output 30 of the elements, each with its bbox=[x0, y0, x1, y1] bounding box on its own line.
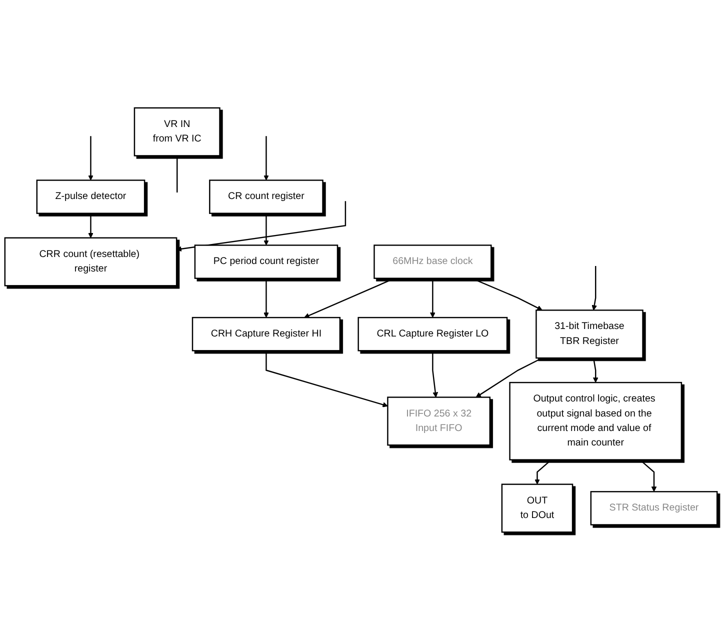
node-box: VR IN from VR IC bbox=[134, 108, 220, 157]
arrow bbox=[264, 278, 269, 318]
arrow bbox=[432, 351, 438, 398]
node-box: CR count register bbox=[209, 180, 324, 214]
arrow bbox=[304, 278, 395, 319]
node-box: Output control logic, creates output signal based on the current mode and value of main counter bbox=[509, 382, 682, 461]
node-box: Z-pulse detector bbox=[36, 180, 146, 214]
node-box: OUT to DOut bbox=[501, 484, 574, 534]
arrow bbox=[534, 460, 552, 486]
node-box: IFIFO 256 x 32 Input FIFO bbox=[387, 397, 491, 446]
node-box: 31-bit Timebase TBR Register bbox=[536, 310, 644, 360]
arrow bbox=[471, 278, 542, 311]
arrow bbox=[640, 460, 657, 492]
arrow bbox=[88, 136, 94, 181]
arrow bbox=[266, 351, 388, 408]
arrow bbox=[592, 266, 598, 311]
arrow bbox=[264, 214, 269, 246]
connector bbox=[176, 156, 178, 193]
arrow bbox=[176, 202, 346, 252]
arrow bbox=[592, 358, 598, 384]
arrow bbox=[88, 214, 94, 239]
node-box: CRR count (resettable) register bbox=[4, 238, 178, 287]
arrow bbox=[430, 278, 436, 318]
arrow bbox=[476, 358, 542, 398]
node-box: STR Status Register bbox=[590, 492, 718, 526]
node-box: 66MHz base clock bbox=[374, 245, 492, 280]
arrow bbox=[264, 136, 269, 181]
node-box: CRH Capture Register HI bbox=[192, 317, 341, 352]
node-box: PC period count register bbox=[194, 245, 338, 280]
node-box: CRL Capture Register LO bbox=[358, 317, 508, 352]
